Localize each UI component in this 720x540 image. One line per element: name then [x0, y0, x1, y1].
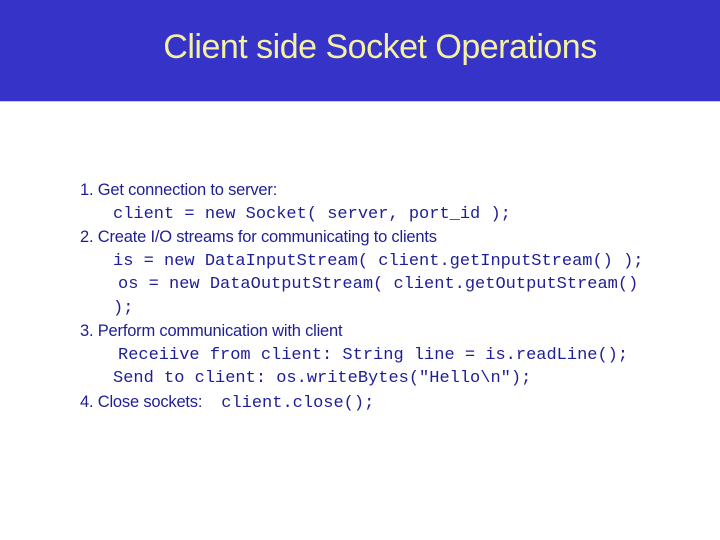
body-line-close-sockets: 4. Close sockets: client.close(); — [80, 391, 720, 416]
code-line-input-stream: is = new DataInputStream( client.getInpu… — [113, 251, 644, 271]
body-line-create-streams: 2. Create I/O streams for communicating … — [80, 228, 437, 246]
close-sockets-label: 4. Close sockets: — [80, 392, 203, 411]
code-line-send: Send to client: os.writeBytes("Hello\n")… — [113, 369, 532, 388]
code-line-receive: Receiive from client: String line = is.r… — [118, 345, 629, 365]
body-line-perform-communication: 3. Perform communication with client — [80, 322, 343, 340]
code-line-closing-paren: ); — [113, 298, 134, 318]
body-line-get-connection: 1. Get connection to server: — [80, 181, 278, 199]
title-banner: Client side Socket Operations — [0, 0, 720, 102]
slide-body: 1. Get connection to server: client = ne… — [0, 102, 720, 415]
slide-title: Client side Socket Operations — [163, 28, 597, 66]
code-line-new-socket: client = new Socket( server, port_id ); — [113, 204, 511, 224]
code-inline-client-close: client.close(); — [221, 393, 375, 413]
code-line-output-stream: os = new DataOutputStream( client.getOut… — [118, 275, 639, 294]
